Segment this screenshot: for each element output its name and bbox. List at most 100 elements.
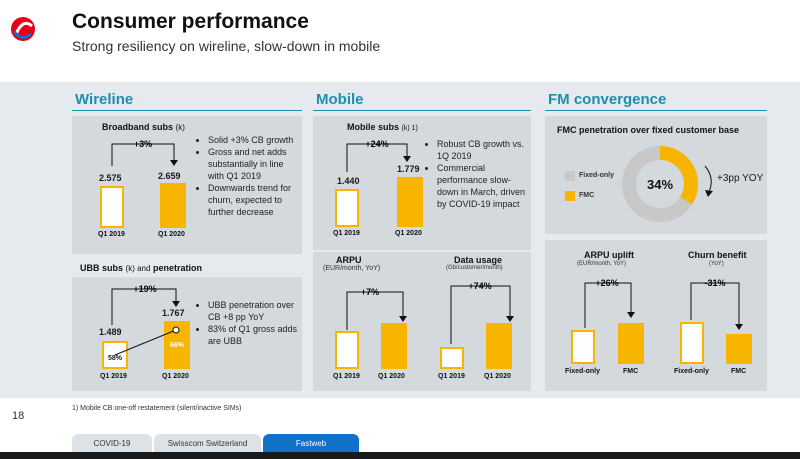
mobile-section-title: Mobile (316, 91, 364, 108)
ubb-bullets: UBB penetration over CB +8 pp YoY 83% of… (198, 299, 300, 347)
fmc-penetration-title: FMC penetration over fixed customer base (557, 125, 740, 135)
wireline-section-title: Wireline (75, 91, 134, 108)
mobile-subs-value-q1-2020: 1.779 (397, 164, 420, 174)
ubb-penetration-q1-2020: 66% (169, 342, 184, 349)
tab-covid-19[interactable]: COVID-19 (72, 434, 152, 454)
mobile-subs-growth-label: +24% (365, 139, 388, 149)
ubb-penetration-q1-2019: 58% (107, 355, 122, 362)
ubb-panel: +19% 1.489 58% 1.767 66% Q1 2019 Q1 2020… (72, 277, 302, 391)
fmc-churn-unit: (YoY) (709, 261, 724, 267)
mobile-arpu-xlabel-q1-2020: Q1 2020 (378, 373, 405, 380)
fmc-section-title: FM convergence (548, 91, 667, 108)
fmc-churn-xlabel-fixed-only: Fixed-only (674, 368, 710, 375)
ubb-penetration-line (114, 326, 180, 356)
page-subtitle: Strong resiliency on wireline, slow-down… (72, 38, 381, 54)
mobile-usage-bar-q1-2019 (440, 347, 464, 369)
broadband-bullets: Solid +3% CB growth Gross and net adds s… (198, 134, 300, 218)
legend-label-fmc: FMC (579, 192, 595, 199)
ubb-value-q1-2020: 1.767 (162, 308, 185, 318)
mobile-subs-bullet: Commercial performance slow-down in Marc… (437, 162, 529, 210)
fmc-churn-title: Churn benefit (688, 250, 747, 260)
mobile-subs-bar-q1-2019 (335, 189, 359, 227)
fmc-change-label: +3pp YOY (717, 173, 764, 184)
mobile-usage-growth-label: +74% (468, 281, 491, 291)
ubb-xlabel-q1-2020: Q1 2020 (162, 373, 189, 380)
broadband-xlabel-q1-2020: Q1 2020 (158, 231, 185, 238)
fmc-arpu-xlabel-fmc: FMC (623, 368, 639, 375)
mobile-subs-growth-arrow: +24% (346, 139, 411, 172)
ubb-bullet: UBB penetration over CB +8 pp YoY (208, 299, 300, 323)
page-number: 18 (12, 410, 25, 422)
bottom-bar (0, 452, 800, 459)
broadband-growth-arrow: +3% (111, 139, 178, 166)
fmc-arpu-xlabel-fixed-only: Fixed-only (565, 368, 601, 375)
broadband-panel: Broadband subs (k) +3% 2.575 2.659 Q1 20… (72, 116, 302, 254)
fmc-arpu-unit: (EUR/month, YoY) (577, 261, 627, 267)
mobile-usage-title: Data usage (454, 255, 503, 265)
mobile-subs-value-q1-2019: 1.440 (337, 176, 360, 186)
mobile-subs-xlabel-q1-2019: Q1 2019 (333, 230, 360, 237)
swisscom-logo (11, 17, 35, 41)
broadband-bullet: Downwards trend for churn, expected to f… (208, 182, 300, 218)
fmc-divider (545, 110, 767, 111)
mobile-usage-xlabel-q1-2019: Q1 2019 (438, 373, 465, 380)
fmc-penetration-panel: FMC penetration over fixed customer base… (545, 116, 767, 234)
mobile-subs-bullet: Robust CB growth vs. 1Q 2019 (437, 138, 529, 162)
fmc-churn-bar-fmc (726, 334, 752, 364)
fmc-kpi-panel (545, 240, 767, 391)
mobile-usage-growth-arrow: +74% (450, 281, 514, 344)
fmc-churn-growth-label: -31% (704, 278, 725, 288)
legend-label-fixed-only: Fixed-only (579, 172, 615, 179)
donut-center-label: 34% (647, 177, 673, 192)
fmc-change-arrow (704, 165, 713, 197)
fmc-churn-bar-fixed-only (680, 322, 704, 364)
broadband-value-q1-2020: 2.659 (158, 171, 181, 181)
ubb-bullet: 83% of Q1 gross adds are UBB (208, 323, 300, 347)
fmc-arpu-title: ARPU uplift (584, 250, 634, 260)
footnote: 1) Mobile CB one-off restatement (silent… (72, 405, 242, 412)
fmc-churn-xlabel-fmc: FMC (731, 368, 747, 375)
wireline-divider (72, 110, 302, 111)
broadband-bar-q1-2019 (100, 186, 124, 228)
mobile-usage-unit: (Gb/customer/month) (446, 265, 503, 271)
broadband-value-q1-2019: 2.575 (99, 173, 122, 183)
ubb-value-q1-2019: 1.489 (99, 327, 122, 337)
mobile-subs-chart-title: Mobile subs (k) 1) (347, 122, 418, 132)
mobile-arpu-bar-q1-2019 (335, 331, 359, 369)
mobile-arpu-growth-label: +7% (361, 287, 379, 297)
mobile-usage-bar-q1-2020 (486, 323, 512, 369)
mobile-subs-panel: Mobile subs (k) 1) +24% 1.440 1.779 Q1 2… (313, 116, 531, 250)
fmc-arpu-bar-fmc (618, 323, 644, 364)
fmc-churn-growth-arrow: -31% (690, 278, 743, 330)
legend-swatch-fixed-only (565, 171, 575, 181)
broadband-bullet: Solid +3% CB growth (208, 134, 300, 146)
mobile-divider (313, 110, 531, 111)
mobile-subs-bullets: Robust CB growth vs. 1Q 2019 Commercial … (427, 138, 529, 210)
ubb-chart-title: UBB subs (k) and penetration (80, 263, 202, 273)
mobile-arpu-bar-q1-2020 (381, 323, 407, 369)
mobile-arpu-title: ARPU (336, 255, 362, 265)
ubb-growth-arrow: +19% (111, 284, 180, 325)
broadband-bullet: Gross and net adds substantially in line… (208, 146, 300, 182)
mobile-arpu-xlabel-q1-2019: Q1 2019 (333, 373, 360, 380)
mobile-usage-xlabel-q1-2020: Q1 2020 (484, 373, 511, 380)
fmc-arpu-growth-arrow: +26% (584, 278, 635, 328)
fmc-arpu-bar-fixed-only (571, 330, 595, 364)
tab-swisscom-switzerland[interactable]: Swisscom Switzerland (154, 434, 261, 454)
donut-slice-fmc (622, 146, 698, 222)
ubb-growth-label: +19% (133, 284, 156, 294)
broadband-chart-title: Broadband subs (k) (102, 122, 185, 132)
broadband-xlabel-q1-2019: Q1 2019 (98, 231, 125, 238)
fmc-donut-chart: 34% (622, 146, 698, 222)
ubb-xlabel-q1-2019: Q1 2019 (100, 373, 127, 380)
page-title: Consumer performance (72, 10, 309, 33)
mobile-subs-bar-q1-2020 (397, 177, 423, 227)
mobile-arpu-unit: (EUR/month, YoY) (323, 265, 381, 272)
fmc-arpu-growth-label: +26% (595, 278, 618, 288)
tab-fastweb[interactable]: Fastweb (263, 434, 359, 454)
mobile-subs-xlabel-q1-2020: Q1 2020 (395, 230, 422, 237)
legend-swatch-fmc (565, 191, 575, 201)
broadband-growth-label: +3% (134, 139, 152, 149)
broadband-bar-q1-2020 (160, 183, 186, 228)
mobile-arpu-growth-arrow: +7% (346, 287, 407, 330)
